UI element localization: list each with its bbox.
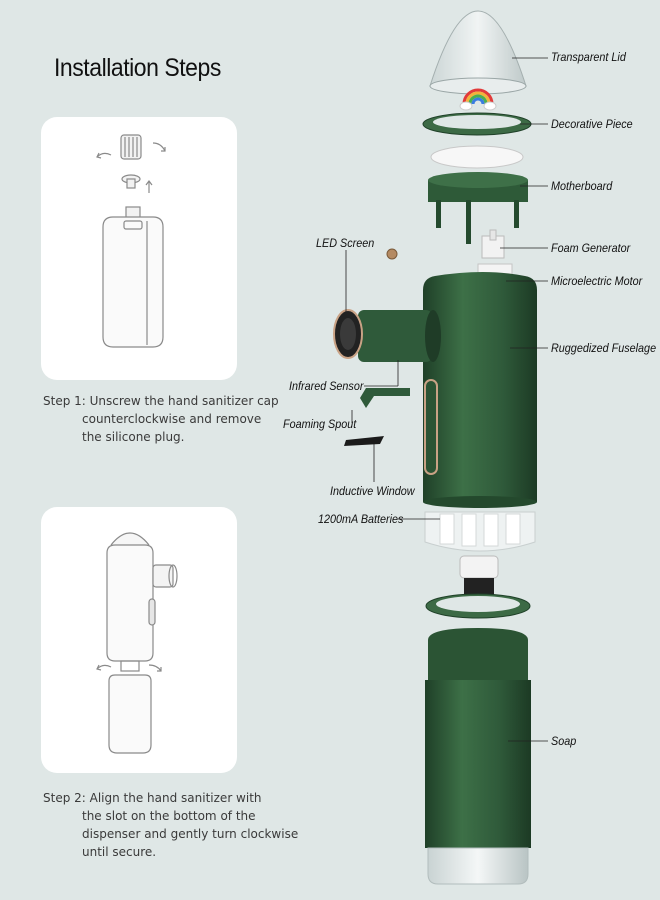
battery-pack: [424, 511, 536, 552]
label-led-screen: LED Screen: [316, 236, 375, 250]
foaming-spout: [360, 388, 410, 408]
transparent-lid: [429, 10, 527, 95]
label-foaming-spout: Foaming Spout: [283, 417, 357, 431]
label-motherboard: Motherboard: [551, 179, 613, 193]
label-transparent-lid: Transparent Lid: [551, 50, 626, 64]
ruggedized-fuselage: [423, 272, 537, 508]
foam-generator: [481, 229, 505, 259]
step-2-line-2: the slot on the bottom of the: [82, 809, 256, 823]
leader-lines: [345, 57, 548, 742]
label-decorative-piece: Decorative Piece: [551, 117, 633, 131]
step-1-text: Step 1: Unscrew the hand sanitizer cap c…: [43, 392, 279, 446]
step-1-card: [41, 117, 237, 380]
sensor-module: [333, 309, 441, 362]
label-inductive-window: Inductive Window: [330, 484, 415, 498]
step-1-line-3: the silicone plug.: [82, 430, 185, 444]
label-infrared-sensor: Infrared Sensor: [289, 379, 364, 393]
step-2-line-3: dispenser and gently turn clockwise: [82, 827, 299, 841]
step-2-text: Step 2: Align the hand sanitizer with th…: [43, 789, 298, 861]
soap-bottle: [425, 628, 531, 885]
pump-connector: [459, 555, 499, 579]
seal-disc: [430, 145, 524, 169]
label-microelectric-motor: Microelectric Motor: [551, 274, 643, 288]
label-soap: Soap: [551, 734, 577, 748]
step-1-line-2: counterclockwise and remove: [82, 412, 262, 426]
step-2-line-1: Step 2: Align the hand sanitizer with: [43, 791, 262, 805]
step-1-line-1: Step 1: Unscrew the hand sanitizer cap: [43, 394, 279, 408]
led-bead: [386, 248, 398, 260]
inductive-window: [344, 436, 384, 446]
motherboard: [428, 172, 528, 244]
decorative-piece: [422, 112, 532, 136]
rainbow-decoration: [459, 88, 497, 111]
soap-ring: [425, 593, 531, 619]
step-2-illustration: [96, 532, 178, 754]
label-ruggedized-fuselage: Ruggedized Fuselage: [551, 341, 657, 355]
step-2-card: [41, 507, 237, 773]
page-title: Installation Steps: [54, 54, 221, 82]
step-1-illustration: [96, 134, 166, 348]
step-2-line-4: until secure.: [82, 845, 157, 859]
label-foam-generator: Foam Generator: [551, 241, 631, 255]
label-batteries: 1200mA Batteries: [318, 512, 404, 526]
